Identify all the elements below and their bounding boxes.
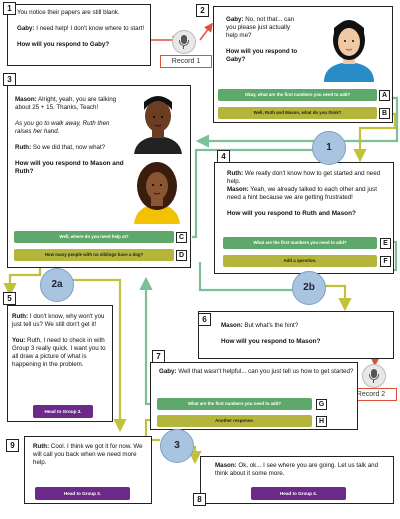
panel5-line2: Ruth, I need to check in with Group 3 re… [12,337,106,368]
panel-9-number: 9 [6,439,19,452]
panel4-speaker1: Ruth: [227,170,244,177]
record-2-button[interactable]: Record 2 [345,388,397,401]
arrow-record1-b [199,22,213,41]
arrow-f-to-6 [322,284,352,312]
step-bubble-2a: 2a [40,268,74,302]
microphone-icon-2[interactable] [362,364,386,388]
panel7-line: Well that wasn't helpful... can you just… [176,368,354,375]
option-b-button[interactable]: Well, Ruth and Mason, what do you think? [218,107,377,119]
panel-5-number: 5 [3,292,16,305]
record-1-button[interactable]: Record 1 [160,55,212,68]
panel8-line: Ok, ok... I see where you are going. Let… [215,462,379,477]
panel6-question: How will you respond to Mason? [221,338,321,345]
microphone-icon[interactable] [172,30,196,54]
panel3-question: How will you respond to Mason and Ruth? [15,160,124,175]
panel5-line1: I don't know, why won't you just tell us… [12,313,105,328]
panel6-speaker: Mason: [221,322,243,329]
letter-e: E [380,238,391,249]
panel-4-number: 4 [217,150,230,163]
head-to-group-3-button-2[interactable]: Head to Group 3. [35,487,130,500]
gaby-avatar [312,12,387,82]
letter-f: F [380,256,391,267]
panel-3-number: 3 [3,73,16,86]
panel4-speaker2: Mason: [227,186,249,193]
panel1-speaker: Gaby: [17,25,35,32]
panel-3: Mason: Alright, yeah, you are talking ab… [7,85,191,268]
option-h-button[interactable]: Another response. [157,415,312,427]
arrow-a-to-3 [195,96,399,148]
panel-8-number: 8 [193,493,206,506]
letter-d: D [176,250,187,261]
step-bubble-2b: 2b [292,271,326,305]
panel1-line1: You notice their papers are still blank. [17,9,120,16]
panel3-speaker1: Mason: [15,96,37,103]
panel-2: Gaby: No, not that... can you please jus… [213,6,393,123]
step-bubble-1: 1 [312,131,346,165]
letter-h: H [316,416,327,427]
option-a-button[interactable]: Okay, what are the first numbers you nee… [218,89,377,101]
head-to-group-3-button[interactable]: Head to Group 3. [33,405,93,418]
panel-8: Mason: Ok, ok... I see where you are goi… [200,456,394,504]
option-c-button[interactable]: Well, where do you need help at? [14,231,174,243]
panel4-line1: We really don't know how to get started … [227,170,381,185]
panel-4: Ruth: We really don't know how to get st… [214,162,394,274]
mason-avatar [128,92,188,154]
panel-7-number: 7 [152,350,165,363]
panel3-line2: So we did that, now what? [31,144,106,151]
option-g-button[interactable]: What are the first numbers you need to a… [157,398,312,410]
panel3-line1: Alright, yeah, you are talking about 25 … [15,96,117,111]
option-d-button[interactable]: How many people with no siblings have a … [14,249,174,261]
panel7-speaker: Gaby: [159,368,177,375]
panel-1: You notice their papers are still blank.… [7,4,151,66]
letter-c: C [176,232,187,243]
arrow-h-from-7 [144,418,160,442]
panel-2-number: 2 [196,4,209,17]
panel-9: Ruth: Cool. I think we got it for now. W… [24,436,152,504]
head-to-group-4-button[interactable]: Head to Group 4. [251,487,346,500]
arrow-c-to-4 [192,148,330,239]
letter-b: B [379,108,390,119]
panel1-line2: I need help! I don't know where to start… [34,25,145,32]
panel2-speaker: Gaby: [226,16,244,23]
panel4-line2: Yeah, we already talked to each other an… [227,186,377,201]
panel3-speaker2: Ruth: [15,144,32,151]
panel1-question: How will you respond to Gaby? [17,41,110,48]
ruth-avatar [126,158,188,224]
panel-5: Ruth: I don't know, why won't you just t… [7,305,113,422]
panel9-line: Cool. I think we got it for now. We will… [33,443,143,466]
step-bubble-3: 3 [160,429,194,463]
panel-7: Gaby: Well that wasn't helpful... can yo… [150,362,358,430]
panel2-question: How will you respond to Gaby? [226,48,298,63]
panel8-speaker: Mason: [215,462,237,469]
panel-1-number: 1 [3,2,16,15]
panel5-speaker1: Ruth: [12,313,29,320]
panel-6-number: 6 [198,313,211,326]
arrow-b-to-4 [353,112,397,163]
panel6-line: But what's the hint? [242,322,299,329]
panel-6: Mason: But what's the hint? How will you… [198,311,394,359]
panel4-question: How will you respond to Ruth and Mason? [227,210,356,217]
panel5-speaker2: You: [12,337,26,344]
option-f-button[interactable]: Add a question. [223,255,377,267]
option-e-button[interactable]: What are the first numbers you need to a… [223,237,377,249]
letter-a: A [379,90,390,101]
arrow-d-to-9 [72,278,127,433]
panel9-speaker: Ruth: [33,443,50,450]
record-2-label: Record 2 [356,391,386,398]
record-1-label: Record 1 [171,58,201,65]
panel2-line: No, not that... can you please just actu… [226,16,295,39]
panel3-aside: As you go to walk away, Ruth then raises… [15,120,110,135]
letter-g: G [316,399,327,410]
arrow-g-to-3 [139,276,153,406]
arrow-d-to-5 [3,266,42,297]
